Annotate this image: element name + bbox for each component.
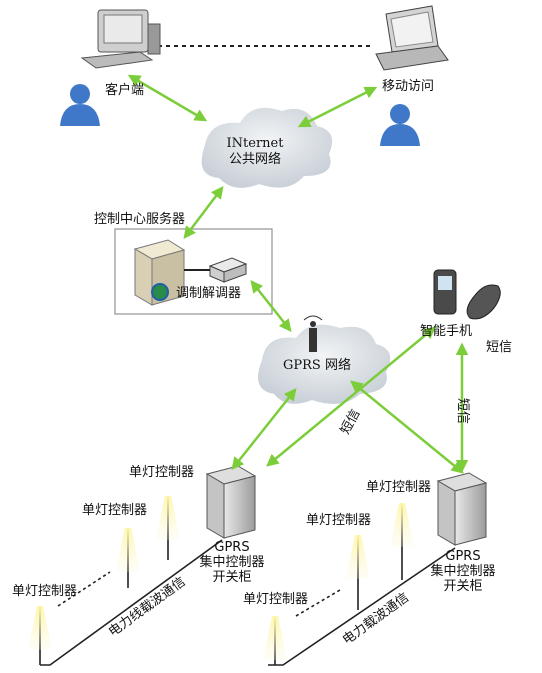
lamp-lights <box>28 496 414 660</box>
internet-cloud <box>201 107 333 188</box>
lamp-controller-label: 单灯控制器 <box>12 584 78 599</box>
internet-label-line2: 公共网络 <box>228 152 282 167</box>
right-cabinet-line3: 开关柜 <box>443 579 483 594</box>
smartphone-icon <box>433 269 457 315</box>
left-cabinet-line3: 开关柜 <box>212 570 252 585</box>
internet-label-line1: INternet <box>226 136 284 151</box>
mobile-access-label: 移动访问 <box>382 79 435 94</box>
lamp-controller-label: 单灯控制器 <box>306 513 372 528</box>
mobile-person-icon <box>380 104 420 146</box>
smartphone-label: 智能手机 <box>420 324 473 339</box>
desktop-computer-icon <box>80 9 161 69</box>
client-person-icon <box>60 84 100 126</box>
left-cabinet-icon <box>205 465 257 539</box>
left-cabinet-line2: 集中控制器 <box>199 555 265 570</box>
link-arrows <box>127 74 469 474</box>
lamp-controller-label: 单灯控制器 <box>129 465 195 480</box>
left-power-line <box>39 496 223 666</box>
lamp-controller-label: 单灯控制器 <box>82 503 148 518</box>
modem-icon <box>208 257 248 283</box>
lamp-controller-label: 单灯控制器 <box>366 480 432 495</box>
control-center-label: 控制中心服务器 <box>94 212 186 227</box>
right-cabinet-line2: 集中控制器 <box>430 564 496 579</box>
server-tower-icon <box>133 239 186 306</box>
laptop-icon <box>375 5 449 71</box>
left-cabinet-line1: GPRS <box>214 540 250 555</box>
cordless-phone-icon <box>466 284 501 320</box>
client-label: 客户端 <box>105 83 145 98</box>
lamp-controller-label: 单灯控制器 <box>243 592 309 607</box>
right-cabinet-icon <box>436 472 488 546</box>
right-sms-link-label: 短信 <box>455 398 470 425</box>
right-cabinet-line1: GPRS <box>445 549 481 564</box>
gprs-network-label: GPRS 网络 <box>283 358 351 373</box>
sms-label: 短信 <box>486 340 513 355</box>
modem-label: 调制解调器 <box>176 286 242 301</box>
